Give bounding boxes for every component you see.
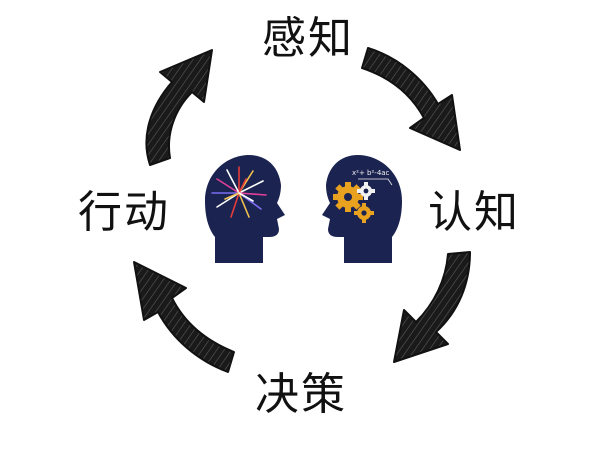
small-gear-2-icon [354, 203, 374, 223]
gear-icon [333, 182, 363, 212]
firework-brain-icon [205, 155, 285, 263]
stage-label-action: 行动 [78, 187, 170, 238]
arrow-perception-to-cognition-icon [361, 47, 461, 151]
small-gear-icon [357, 182, 375, 200]
stage-label-perception: 感知 [262, 13, 354, 64]
stage-label-cognition: 认知 [428, 187, 520, 238]
arrow-action-to-perception-icon [145, 49, 213, 166]
arrow-cognition-to-decision-icon [393, 251, 471, 363]
gears-brain-icon: x²+ b²-4ac [322, 155, 402, 263]
formula-text: x²+ b²-4ac [352, 169, 390, 177]
stage-label-decision: 决策 [255, 369, 347, 420]
arrow-decision-to-action-icon [133, 261, 235, 373]
